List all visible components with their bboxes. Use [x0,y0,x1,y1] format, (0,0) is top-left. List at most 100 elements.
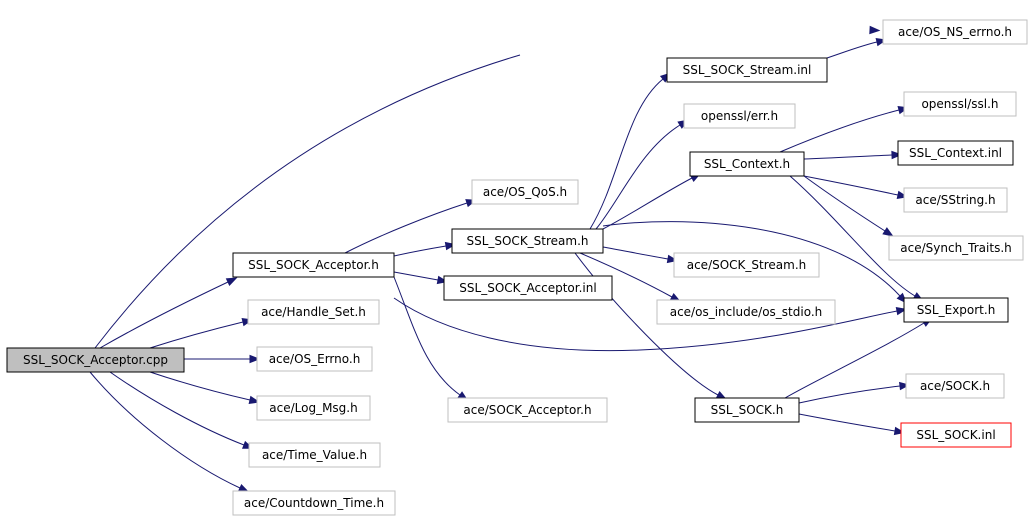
edge-line [94,54,521,349]
node-ssl-sock-stream-h[interactable]: SSL_SOCK_Stream.h [451,228,604,254]
node-box [451,228,604,254]
node-label: SSL_Context.inl [909,146,1002,160]
node-ace-synch-traits-h[interactable]: ace/Synch_Traits.h [888,235,1024,261]
node-label: SSL_SOCK_Acceptor.h [248,258,379,272]
node-label: ace/OS_QoS.h [483,185,567,199]
node-openssl-ssl-h[interactable]: openssl/ssl.h [903,91,1017,117]
node-box [897,140,1014,166]
node-label: openssl/err.h [701,109,778,123]
node-ace-log-msg-h[interactable]: ace/Log_Msg.h [256,395,371,421]
node-box [656,299,836,325]
edge-line [149,321,244,349]
arrowhead-icon [248,395,261,405]
edge-ssl-context-h-to-openssl-ssl-h [779,106,910,153]
edge-line [589,78,664,230]
edge-ssl-sock-acceptor-cpp-to-ace-os-errno-h [184,354,261,364]
node-label: SSL_Export.h [917,303,996,317]
edge-line [149,371,251,401]
node-ace-handle-set-h[interactable]: ace/Handle_Set.h [247,299,380,325]
node-ace-os-ns-errno-h[interactable]: ace/OS_NS_errno.h [882,19,1028,45]
node-box [248,442,381,468]
arrowhead-icon [899,381,911,391]
arrowhead-icon [249,354,261,364]
edge-line [803,175,886,232]
node-box [683,103,796,129]
node-label: ace/SOCK.h [920,379,990,393]
edge-line [789,175,916,297]
node-box [900,422,1012,448]
node-ssl-sock-acceptor-inl[interactable]: SSL_SOCK_Acceptor.inl [443,275,613,301]
node-ace-os-include-os-stdio-h[interactable]: ace/os_include/os_stdio.h [656,299,836,325]
edge-ssl-context-h-to-ace-synch-traits-h [803,175,894,237]
edge-ssl-sock-stream-h-to-openssl-err-h [595,119,689,230]
edge-line [803,154,893,160]
node-box [888,235,1024,261]
node-ssl-context-h[interactable]: SSL_Context.h [689,151,805,177]
node-box [903,91,1017,117]
node-label: ace/Time_Value.h [262,448,367,462]
node-box [447,397,608,423]
edge-line [574,252,719,396]
node-box [903,187,1008,213]
node-label: ace/SOCK_Stream.h [687,258,807,272]
edge-line [89,371,241,489]
edge-line [579,252,673,298]
node-label: SSL_SOCK_Stream.inl [683,63,812,77]
edge-line [344,202,468,254]
node-ssl-sock-inl[interactable]: SSL_SOCK.inl [900,422,1012,448]
edge-line [826,41,878,59]
node-label: ace/Log_Msg.h [269,401,357,415]
node-label: ace/Countdown_Time.h [244,496,384,510]
node-box [689,151,805,177]
node-box [471,179,579,205]
edge-line [602,221,901,297]
node-box [694,397,800,423]
edge-ssl-sock-stream-h-to-ssl-context-h [602,173,702,230]
edge-ssl-context-h-to-ssl-context-inl [803,150,903,160]
node-label: ace/OS_Errno.h [269,352,361,366]
node-ace-os-errno-h[interactable]: ace/OS_Errno.h [256,346,373,372]
node-ssl-sock-acceptor-h[interactable]: SSL_SOCK_Acceptor.h [232,252,395,278]
edge-ssl-sock-acceptor-cpp-to-ace-handle-set-h [149,318,254,349]
node-ssl-context-inl[interactable]: SSL_Context.inl [897,140,1014,166]
edge-line [99,281,229,349]
edge-line [595,124,681,230]
node-label: SSL_SOCK.h [711,403,784,417]
node-ssl-export-h[interactable]: SSL_Export.h [903,297,1009,323]
node-ace-os-qos-h[interactable]: ace/OS_QoS.h [471,179,579,205]
node-label: openssl/ssl.h [921,97,998,111]
node-ssl-sock-h[interactable]: SSL_SOCK.h [694,397,800,423]
node-label: ace/Synch_Traits.h [900,241,1011,255]
node-box [6,347,185,373]
edge-ssl-sock-stream-inl-to-ace-os-ns-errno-h [826,37,888,59]
edge-line [803,175,899,196]
node-box [256,395,371,421]
edge-ssl-sock-acceptor-h-to-ssl-export-h [393,297,908,352]
node-ace-time-value-h[interactable]: ace/Time_Value.h [248,442,381,468]
graph-nodes: SSL_SOCK_Acceptor.cpp ace/OS_NS_errno.hSS… [6,19,1028,516]
edge-ssl-sock-h-to-ssl-sock-inl [798,413,906,436]
edge-line [798,385,901,404]
node-label: ace/Handle_Set.h [261,305,366,319]
node-ace-sstring-h[interactable]: ace/SString.h [903,187,1008,213]
node-label: ace/os_include/os_stdio.h [670,305,823,319]
edge-line [602,246,669,260]
node-ace-sock-stream-h[interactable]: ace/SOCK_Stream.h [673,252,820,278]
node-ssl-sock-acceptor-cpp[interactable]: SSL_SOCK_Acceptor.cpp [6,347,185,373]
node-box [256,346,373,372]
node-ace-sock-acceptor-h[interactable]: ace/SOCK_Acceptor.h [447,397,608,423]
edge-line [393,276,461,396]
edge-ssl-sock-h-to-ace-sock-h [798,381,911,404]
node-label: ace/SOCK_Acceptor.h [463,403,591,417]
node-ssl-sock-stream-inl[interactable]: SSL_SOCK_Stream.inl [666,57,828,83]
node-box [232,490,396,516]
node-ace-countdown-time-h[interactable]: ace/Countdown_Time.h [232,490,396,516]
edge-line [784,322,925,399]
edge-ssl-sock-acceptor-h-to-ssl-sock-stream-h [393,241,457,257]
edge-ssl-sock-acceptor-h-to-ssl-sock-acceptor-inl [393,271,449,285]
node-label: SSL_SOCK_Acceptor.cpp [23,353,168,367]
arrowhead-icon [225,277,238,287]
node-ace-sock-h[interactable]: ace/SOCK.h [905,373,1005,399]
arrowhead-icon [891,150,903,160]
node-openssl-err-h[interactable]: openssl/err.h [683,103,796,129]
